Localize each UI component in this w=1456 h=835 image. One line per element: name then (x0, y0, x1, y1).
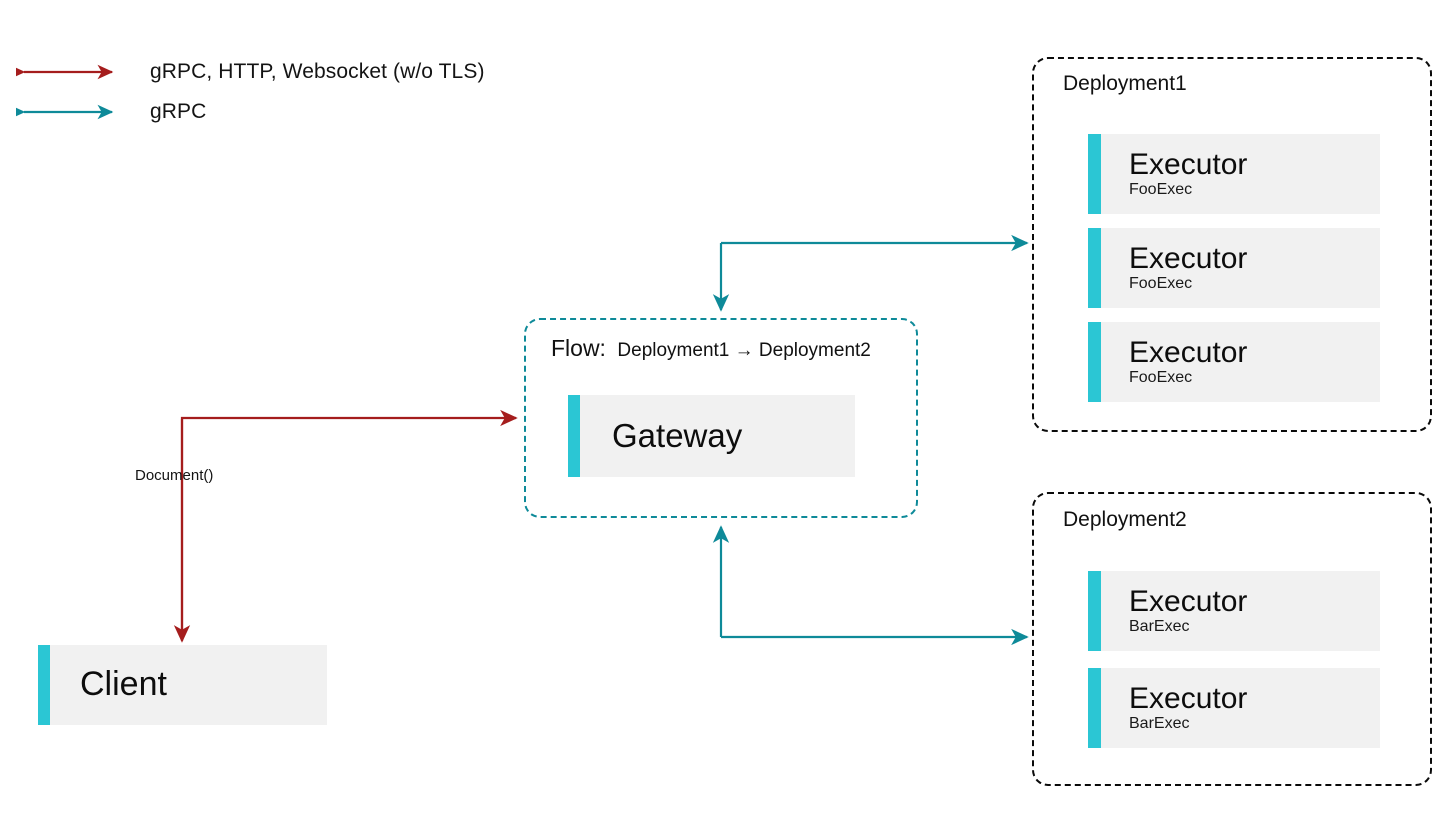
card-body: Executor BarExec (1101, 668, 1380, 748)
deployment1-group-box[interactable] (1032, 57, 1432, 432)
gateway-card[interactable]: Gateway (568, 395, 855, 477)
executor-subtitle: BarExec (1129, 618, 1190, 636)
executor-subtitle: BarExec (1129, 715, 1190, 733)
executor-card[interactable]: Executor BarExec (1088, 571, 1380, 651)
flow-title: Flow: Deployment1 → Deployment2 (551, 335, 871, 362)
deployment2-group-box[interactable] (1032, 492, 1432, 786)
edge-gateway-deployment2 (712, 525, 1029, 646)
executor-subtitle: FooExec (1129, 275, 1193, 293)
legend-label: gRPC (150, 100, 207, 123)
edge-gateway-deployment1 (712, 234, 1029, 312)
legend-label: gRPC, HTTP, Websocket (w/o TLS) (150, 60, 485, 83)
deployment2-title: Deployment2 (1063, 508, 1187, 531)
executor-title: Executor (1129, 335, 1248, 369)
flow-title-prefix: Flow: (551, 335, 606, 361)
edge-client-gateway (173, 409, 518, 643)
card-body: Executor FooExec (1101, 322, 1380, 402)
card-accent-bar (1088, 322, 1101, 402)
double-arrow-teal-icon (16, 104, 114, 120)
executor-subtitle: FooExec (1129, 181, 1193, 199)
executor-title: Executor (1129, 584, 1248, 618)
card-body: Client (50, 645, 327, 725)
card-accent-bar (38, 645, 50, 725)
client-title: Client (80, 665, 167, 704)
card-accent-bar (1088, 228, 1101, 308)
card-accent-bar (1088, 134, 1101, 214)
executor-card[interactable]: Executor FooExec (1088, 228, 1380, 308)
executor-title: Executor (1129, 147, 1248, 181)
double-arrow-red-icon (16, 64, 114, 80)
card-body: Executor BarExec (1101, 571, 1380, 651)
flow-group-box[interactable] (524, 318, 918, 518)
executor-card[interactable]: Executor FooExec (1088, 134, 1380, 214)
executor-title: Executor (1129, 241, 1248, 275)
executor-subtitle: FooExec (1129, 369, 1193, 387)
card-accent-bar (1088, 668, 1101, 748)
card-body: Executor FooExec (1101, 134, 1380, 214)
legend-item-grpc: gRPC (16, 100, 206, 124)
deployment1-title: Deployment1 (1063, 72, 1187, 95)
card-accent-bar (1088, 571, 1101, 651)
edge-label-document: Document() (135, 467, 214, 484)
flow-title-route: Deployment1 → Deployment2 (617, 340, 871, 361)
client-card[interactable]: Client (38, 645, 327, 725)
executor-card[interactable]: Executor FooExec (1088, 322, 1380, 402)
gateway-title: Gateway (612, 416, 743, 454)
legend-item-grpc-http-websocket: gRPC, HTTP, Websocket (w/o TLS) (16, 60, 485, 84)
executor-card[interactable]: Executor BarExec (1088, 668, 1380, 748)
card-body: Gateway (580, 395, 855, 477)
card-accent-bar (568, 395, 580, 477)
executor-title: Executor (1129, 681, 1248, 715)
card-body: Executor FooExec (1101, 228, 1380, 308)
